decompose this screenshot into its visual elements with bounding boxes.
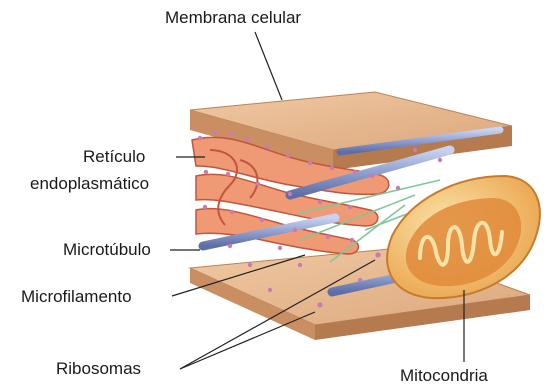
leader-ribosomas-1 <box>180 312 315 369</box>
label-microfilamento: Microfilamento <box>21 287 132 307</box>
mitochondrion <box>387 176 540 298</box>
label-microtubulo: Microtúbulo <box>63 240 151 260</box>
label-reticulo: Retículo <box>83 147 145 167</box>
label-ribosomas: Ribosomas <box>56 359 141 379</box>
label-mitocondria: Mitocondria <box>400 366 488 386</box>
leader-membrana <box>255 32 282 100</box>
label-membrana-celular: Membrana celular <box>165 8 301 28</box>
label-endoplasmatico: endoplasmático <box>30 174 149 194</box>
